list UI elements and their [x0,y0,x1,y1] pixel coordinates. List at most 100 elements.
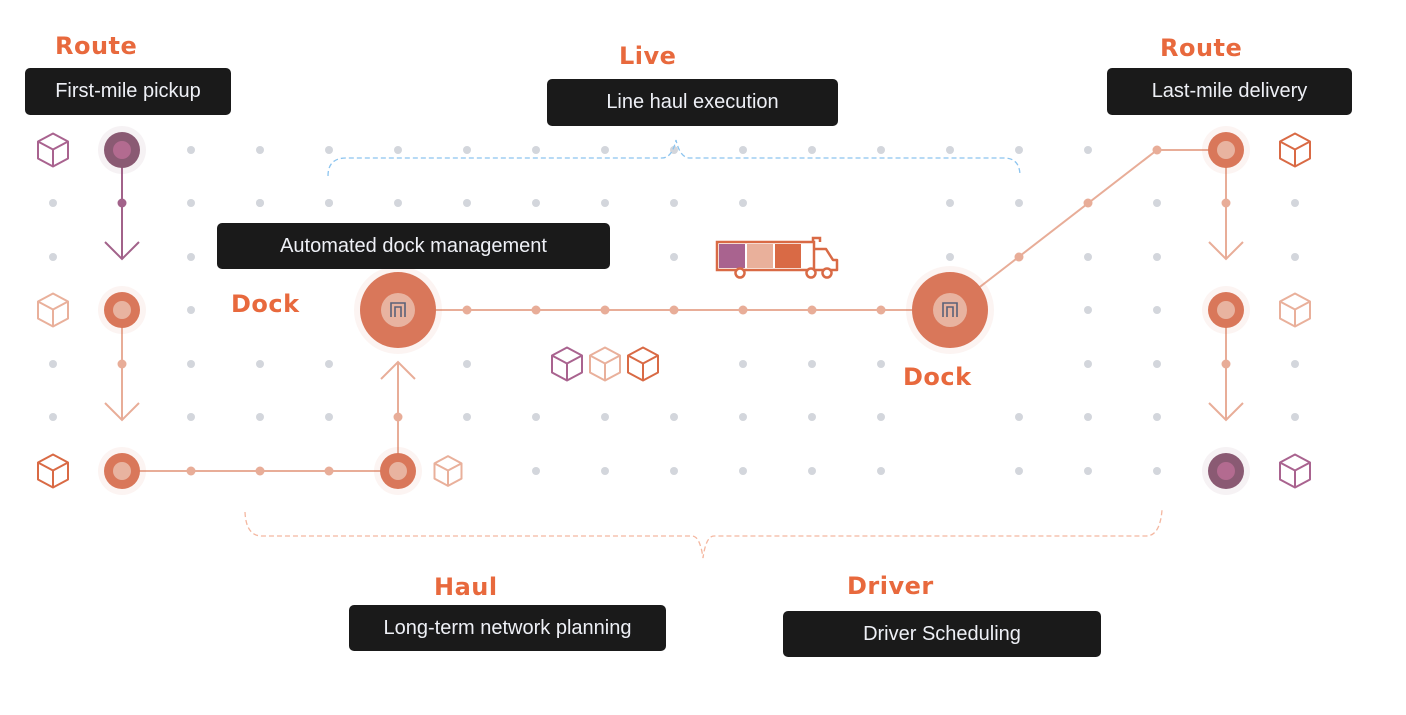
truck-cargo-1 [719,244,745,268]
grid-dot [670,146,678,154]
grid-dot [463,146,471,154]
grid-dot [49,413,57,421]
grid-dot [1084,306,1092,314]
grid-dot [670,199,678,207]
truck-cargo-2 [747,244,773,268]
grid-dot [946,199,954,207]
grid-dot [1015,413,1023,421]
grid-dot [187,253,195,261]
dock-management-heading: Dock [231,290,300,318]
grid-dot [739,146,747,154]
arrow-icon [1208,241,1244,261]
grid-dot [739,360,747,368]
package-icon [1279,132,1311,168]
route-joint [1014,252,1024,262]
package-icon [589,346,621,382]
grid-dot [877,413,885,421]
arrow-icon [104,241,140,261]
grid-dot [256,146,264,154]
route-nodes [98,126,1250,495]
arrow-icon [104,402,140,422]
grid-dot [601,146,609,154]
grid-dot [1015,146,1023,154]
grid-dot [946,146,954,154]
grid-dot [256,199,264,207]
grid-dot [1084,146,1092,154]
grid-dot [325,199,333,207]
dock-destination-heading: Dock [903,363,972,391]
route-joint [531,305,541,315]
grid-dot [739,467,747,475]
grid-dot [1015,467,1023,475]
route-node-core [1217,301,1235,319]
grid-dot [808,146,816,154]
operations-brace [244,509,1163,559]
grid-dot [49,199,57,207]
grid-dot [532,467,540,475]
grid-dot [1153,253,1161,261]
route-joint [324,466,334,476]
grid-dot [187,199,195,207]
route-joint [1221,198,1231,208]
route-node-core [113,462,131,480]
route-joint [186,466,196,476]
grid-dot [1084,413,1092,421]
grid-dot [1291,360,1299,368]
route-node-core [1217,462,1235,480]
grid-dot [877,146,885,154]
last-mile-heading: Route [1160,34,1243,62]
package-icon [37,292,69,328]
grid-dot [463,360,471,368]
package-icon [37,132,69,168]
route-node-core [113,141,131,159]
grid-dot [532,413,540,421]
package-icon [1279,292,1311,328]
dock-management-label: Automated dock management [217,223,610,269]
route-joint [462,305,472,315]
grid-dot [187,306,195,314]
grid-dot [601,199,609,207]
braces [244,139,1163,559]
arrow-icon [380,360,416,380]
package-icon [551,346,583,382]
network-planning-heading: Haul [434,573,498,601]
grid-dot [739,413,747,421]
grid-dot [532,199,540,207]
grid-dot [877,467,885,475]
grid-dot [1015,199,1023,207]
route-joint [738,305,748,315]
grid-dot [808,413,816,421]
route-joint [1221,359,1231,369]
dock-door-icon [390,302,406,317]
grid-dot [463,413,471,421]
dock-hub-core [933,293,967,327]
route-joint [393,412,403,422]
grid-dot [1153,413,1161,421]
grid-dot [394,146,402,154]
grid-dot [808,467,816,475]
grid-dot [1084,360,1092,368]
route-joint [117,198,127,208]
grid-dot [1291,413,1299,421]
line-haul-label: Line haul execution [547,79,838,126]
driver-scheduling-heading: Driver [847,572,934,600]
grid-dot [532,146,540,154]
grid-dot [739,199,747,207]
grid-dot [463,199,471,207]
grid-dot [1153,199,1161,207]
grid-dot [256,360,264,368]
line-haul-heading: Live [619,42,677,70]
driver-scheduling-label: Driver Scheduling [783,611,1101,657]
truck-cargo-3 [775,244,801,268]
route-node-core [1217,141,1235,159]
grid-dots [49,146,1299,475]
grid-dot [1084,467,1092,475]
grid-dot [256,413,264,421]
dock-hub-core [381,293,415,327]
grid-dot [1153,360,1161,368]
grid-dot [187,146,195,154]
route-node-core [113,301,131,319]
grid-dot [601,467,609,475]
route-joint [807,305,817,315]
